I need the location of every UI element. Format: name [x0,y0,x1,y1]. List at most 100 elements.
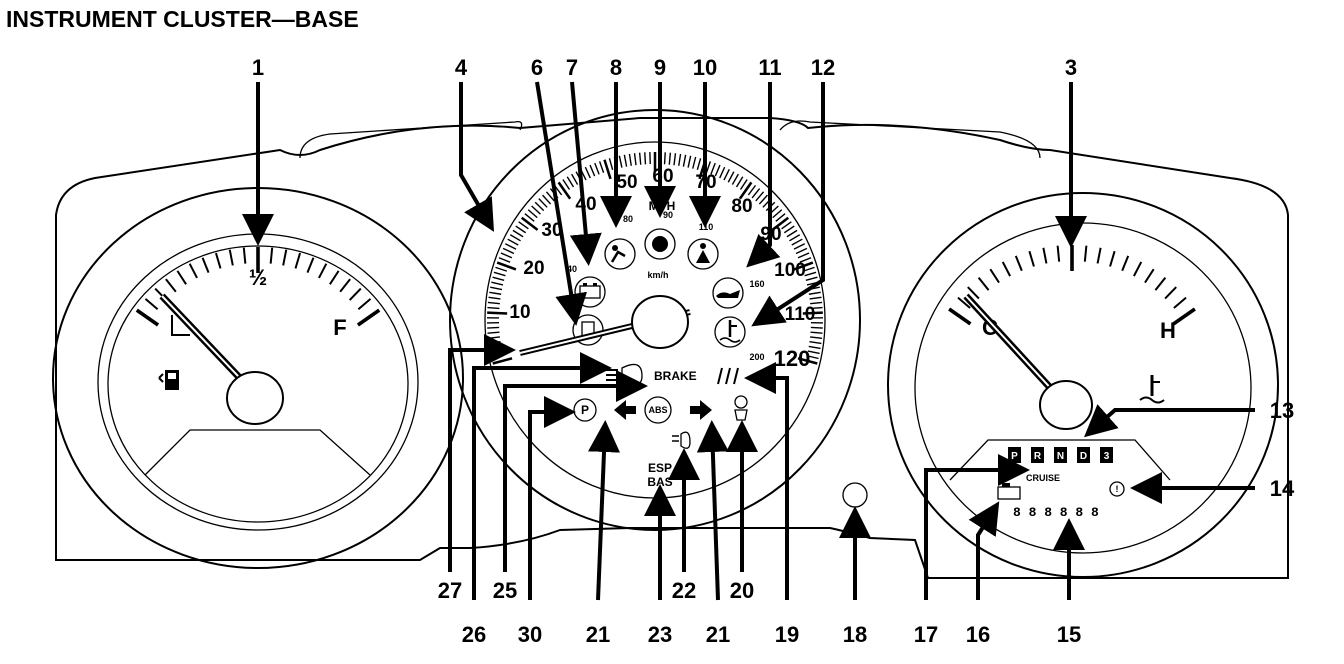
battery-warning-lamp [574,276,606,308]
info-display-window [949,439,1171,481]
tick-mark [487,306,500,310]
tick-mark [644,152,647,165]
tick-mark [188,263,198,279]
tick-mark [977,276,990,291]
tick-mark [135,308,160,327]
fog-lamp-indicator [672,431,691,449]
speed-mph-label: 10 [509,302,530,323]
tick-mark [668,152,672,165]
svg-text:P: P [581,403,589,417]
tick-mark [496,261,517,271]
temp-needle-hub [1039,380,1093,430]
callout-number: 16 [966,622,990,647]
speed-mph-label: 30 [541,220,562,241]
tick-mark [781,221,792,230]
tick-mark [618,155,623,168]
callout-number: 25 [493,578,517,603]
tick-mark [738,181,753,200]
brake-warning-label: BRAKE [654,369,697,383]
tick-mark [269,247,274,264]
tick-mark [594,162,600,175]
tick-mark [797,357,818,365]
leader-4 [459,82,495,232]
tick-mark [487,311,508,315]
tick-mark [710,162,716,175]
tick-mark [534,201,545,212]
tick-mark [696,158,702,171]
tick-mark [282,249,288,266]
tick-mark [948,307,972,326]
tick-mark [1014,255,1023,272]
coolant-temp-lamp [714,316,746,348]
abs-warning-indicator: ABS [644,396,672,424]
tick-mark [751,188,761,199]
tick-mark [806,355,819,360]
tick-mark [810,331,823,334]
gear-letter: 3 [1104,451,1110,462]
tick-mark [329,270,340,285]
tick-mark [566,176,575,188]
tick-mark [584,166,591,179]
tick-mark [807,350,820,355]
leader-6 [535,81,587,326]
leader-arrows [242,81,1255,601]
tire-pressure-icon: ! [1109,481,1125,497]
tick-mark [989,268,1000,284]
tick-mark [957,296,971,309]
traction-indicator [734,395,748,421]
speedometer: 10 20 30 40 50 60 70 80 90 100 110 120 4… [449,109,861,531]
tick-mark [493,271,506,277]
tick-mark [215,252,222,269]
tick-mark [967,286,980,300]
tick-mark [809,296,822,300]
callout-number: 17 [914,622,938,647]
tick-mark [1109,250,1116,267]
cluster-housing [55,117,1289,579]
tick-mark [809,336,823,339]
callout-number: 18 [843,622,867,647]
leader-16 [968,501,1000,600]
check-engine-icon [997,483,1021,500]
tick-mark [682,154,687,167]
gear-letter: N [1057,451,1064,462]
tick-mark [538,198,548,208]
temp-hot-label: H [1160,318,1176,343]
gear-letter: D [1080,451,1087,462]
speed-mph-label: 20 [523,258,544,279]
callout-number: 6 [531,55,543,80]
leader-21-right [696,420,729,601]
tick-mark [491,281,504,286]
speed-kmh-label: 40 [567,264,577,274]
tick-mark [799,257,812,263]
tick-mark [524,213,535,222]
tick-mark [1164,286,1177,300]
callout-number: 1 [252,55,264,80]
tick-mark [735,176,744,188]
tick-mark [228,249,234,266]
tick-mark [678,153,682,166]
speed-unit-kmh: km/h [647,270,668,280]
tick-mark [633,153,637,166]
callout-number: 4 [455,55,468,80]
tick-mark [723,169,730,181]
tick-mark [791,238,803,246]
tick-mark [687,155,692,168]
tick-mark [727,171,735,183]
tick-mark [488,296,501,300]
tick-mark [518,221,529,230]
speed-mph-label: 120 [774,346,811,371]
tick-mark [1173,296,1187,309]
odometer-display: 8 8 8 8 8 8 [1013,505,1099,520]
callout-number: 13 [1270,398,1294,423]
callout-number: 21 [586,622,610,647]
leader-13 [1083,404,1255,438]
speed-mph-label: 40 [575,194,596,215]
cruise-indicator-label: CRUISE [1026,473,1060,483]
tick-mark [810,326,823,329]
speed-mph-label: 110 [785,304,816,325]
security-lamp [644,228,676,260]
tick-mark [306,257,315,273]
esp-label: ESP [648,461,672,475]
high-beam-indicator [606,363,643,386]
speed-mph-label: 60 [652,166,673,187]
